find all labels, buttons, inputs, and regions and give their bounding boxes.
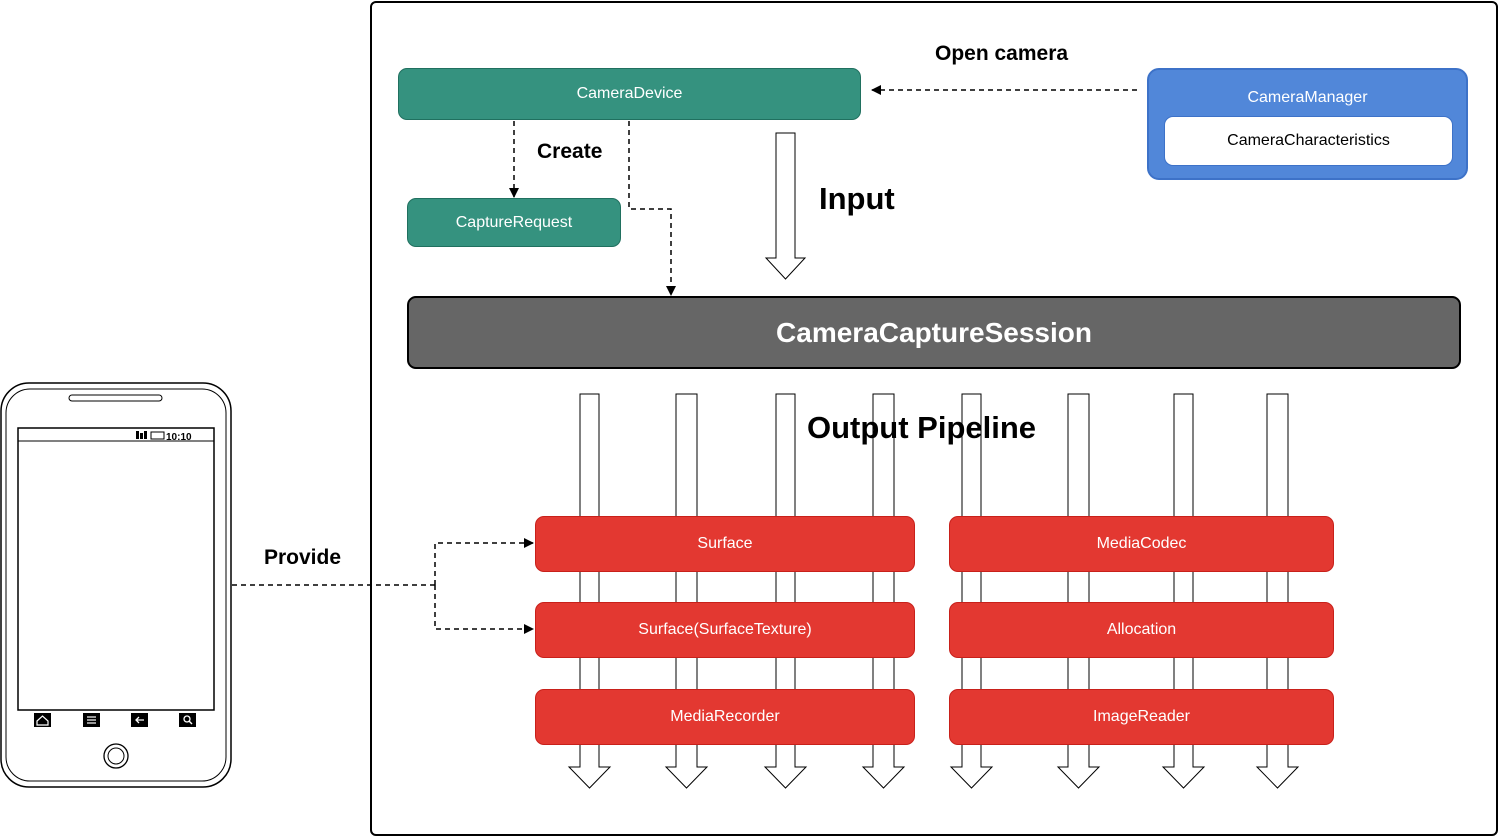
media-codec-label: MediaCodec <box>1096 535 1187 552</box>
provide-arrow-surface-texture <box>434 585 534 634</box>
media-recorder-node: MediaRecorder <box>535 689 915 745</box>
camera-manager-node: CameraManager CameraCharacteristics <box>1147 68 1468 180</box>
surface-node: Surface <box>535 516 915 572</box>
capture-session-label: CameraCaptureSession <box>776 316 1092 348</box>
capture-session-node: CameraCaptureSession <box>407 296 1461 369</box>
camera-device-node: CameraDevice <box>398 68 861 120</box>
phone-status-time: 10:10 <box>166 432 192 443</box>
diagram-frame <box>370 1 1498 836</box>
camera-characteristics-node: CameraCharacteristics <box>1164 116 1453 166</box>
allocation-label: Allocation <box>1106 621 1177 638</box>
phone-illustration: 10:10 <box>0 382 232 788</box>
open-camera-label: Open camera <box>935 42 1069 65</box>
surface-label: Surface <box>697 535 753 552</box>
surface-texture-node: Surface(SurfaceTexture) <box>535 602 915 658</box>
input-arrow <box>764 132 807 280</box>
capture-request-label: CaptureRequest <box>455 213 573 231</box>
provide-arrow-surface <box>434 538 534 585</box>
camera-characteristics-label: CameraCharacteristics <box>1227 132 1390 149</box>
output-pipeline-label: Output Pipeline <box>807 410 1037 445</box>
media-recorder-label: MediaRecorder <box>670 708 780 725</box>
camera-device-label: CameraDevice <box>576 85 683 102</box>
input-label: Input <box>819 181 895 216</box>
camera-manager-label: CameraManager <box>1247 89 1368 106</box>
device-to-session-arrow <box>628 121 676 296</box>
image-reader-label: ImageReader <box>1093 708 1190 725</box>
allocation-node: Allocation <box>949 602 1334 658</box>
create-label: Create <box>537 140 603 163</box>
capture-request-node: CaptureRequest <box>407 198 621 247</box>
image-reader-node: ImageReader <box>949 689 1334 745</box>
provide-label: Provide <box>264 546 342 569</box>
surface-texture-label: Surface(SurfaceTexture) <box>638 621 812 638</box>
media-codec-node: MediaCodec <box>949 516 1334 572</box>
